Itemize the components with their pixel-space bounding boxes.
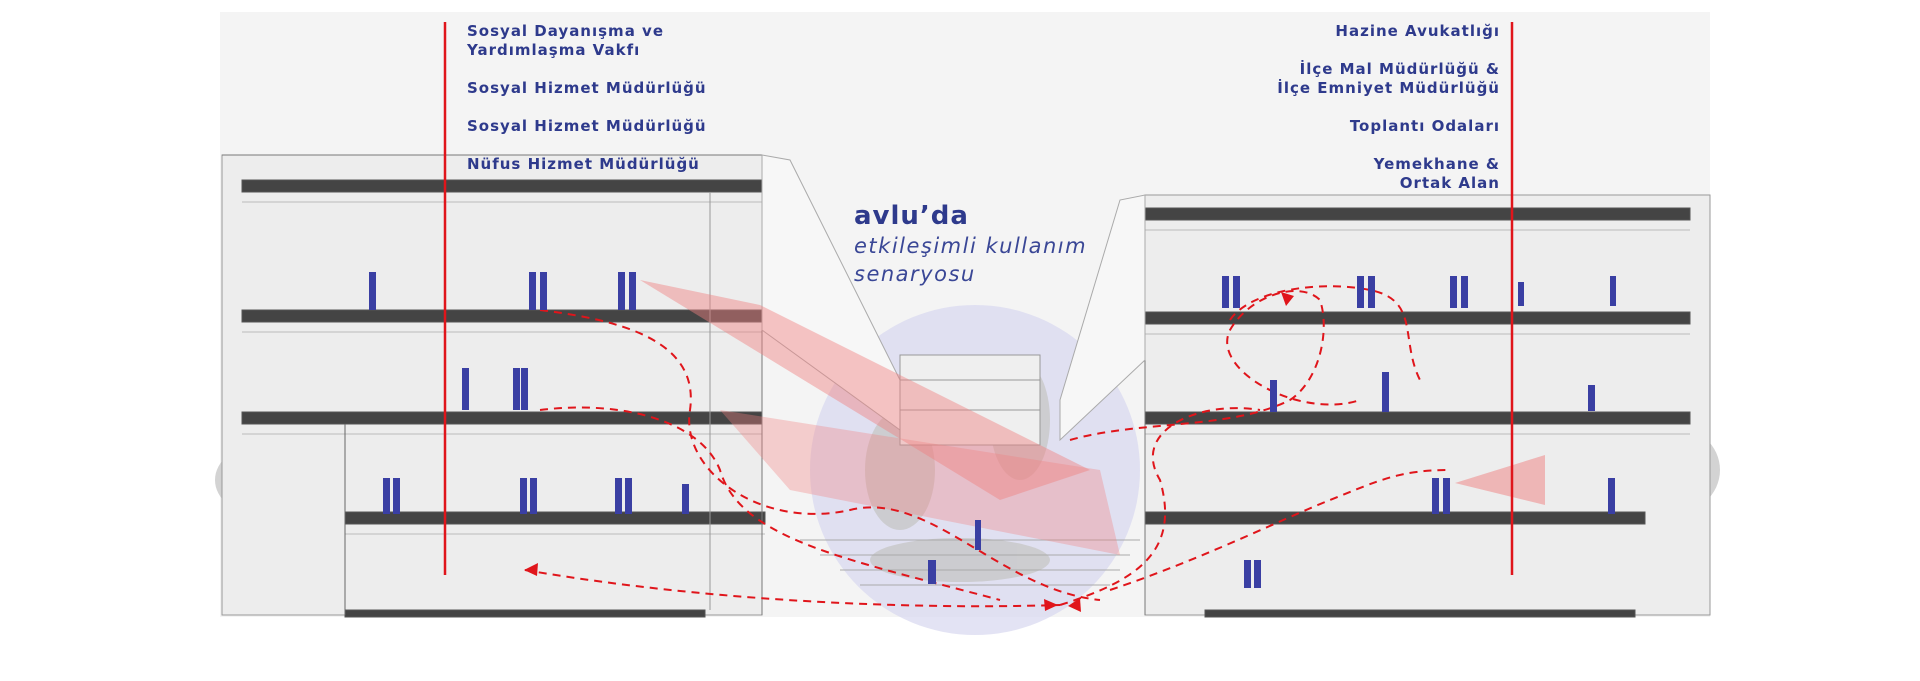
right-label-4: Yemekhane & Ortak Alan [1374, 155, 1500, 193]
right-label-2: İlçe Mal Müdürlüğü & İlçe Emniyet Müdürl… [1277, 60, 1500, 98]
scenario-subtitle-line1: etkileşimli kullanım [854, 234, 1088, 258]
right-label-3: Toplantı Odaları [1350, 117, 1500, 136]
right-building [1059, 194, 1711, 618]
right-label-2-line1: İlçe Mal Müdürlüğü & [1299, 60, 1500, 78]
scenario-subtitle-line2: senaryosu [854, 262, 976, 286]
flow-paths [524, 285, 1451, 608]
right-label-4-line1: Yemekhane & [1373, 155, 1500, 173]
right-label-2-line2: İlçe Emniyet Müdürlüğü [1277, 79, 1500, 97]
left-label-1: Sosyal Dayanışma ve Yardımlaşma Vakfı [467, 22, 664, 60]
courtyard-steps [800, 539, 1140, 586]
left-label-1-line1: Sosyal Dayanışma ve [467, 22, 664, 40]
view-cone-middle [720, 410, 1120, 555]
right-label-1-line1: Hazine Avukatlığı [1335, 22, 1500, 40]
left-label-2-line1: Sosyal Hizmet Müdürlüğü [467, 79, 707, 97]
scenario-title: avlu’da [854, 201, 969, 231]
courtyard-back-building [899, 354, 1041, 446]
left-label-4: Nüfus Hizmet Müdürlüğü [467, 155, 700, 174]
right-label-1: Hazine Avukatlığı [1335, 22, 1500, 41]
scenario-title-block: avlu’da etkileşimli kullanım senaryosu [854, 200, 1087, 288]
left-building [221, 154, 901, 618]
view-cone-right [1455, 455, 1545, 505]
left-label-3-line1: Sosyal Hizmet Müdürlüğü [467, 117, 707, 135]
right-label-4-line2: Ortak Alan [1399, 174, 1500, 192]
left-label-2: Sosyal Hizmet Müdürlüğü [467, 79, 707, 98]
flow-arrowheads [524, 292, 1294, 612]
people-figures [369, 272, 1616, 588]
view-cone-upper [640, 280, 1090, 500]
left-label-3: Sosyal Hizmet Müdürlüğü [467, 117, 707, 136]
left-label-4-line1: Nüfus Hizmet Müdürlüğü [467, 155, 700, 173]
right-label-3-line1: Toplantı Odaları [1349, 117, 1500, 135]
left-label-1-line2: Yardımlaşma Vakfı [467, 41, 641, 59]
